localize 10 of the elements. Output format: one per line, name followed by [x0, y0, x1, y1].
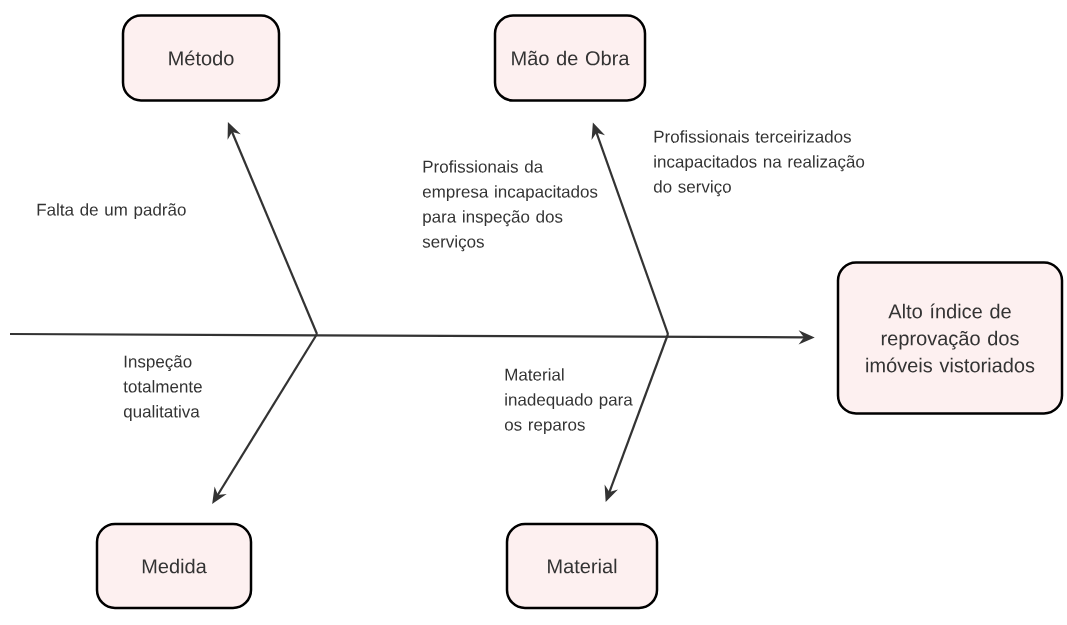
category-box: Material — [505, 522, 659, 610]
cause-text: Material inadequado para os reparos — [504, 368, 633, 435]
cause-text: Profissionais da empresa incapacitados para inspeção dos serviços — [422, 160, 598, 252]
category-box: Medida — [95, 522, 253, 610]
cause-text: Profissionais terceirizados incapacitados na realização do serviço — [653, 130, 865, 197]
cause-text: Inspeção totalmente qualitativa — [123, 355, 202, 421]
cause-text: Falta de um padrão — [37, 203, 186, 220]
category-box: Mão de Obra — [493, 14, 647, 102]
effect-box: Alto índice de reprovação dos imóveis vistoriados — [836, 261, 1064, 415]
category-box: Método — [121, 14, 281, 102]
